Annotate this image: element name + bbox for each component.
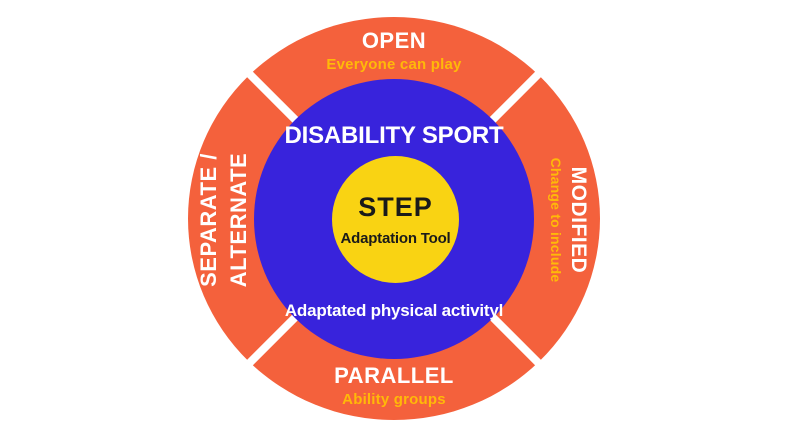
segment-parallel-label: PARALLEL <box>334 363 454 388</box>
center-circle: STEP Adaptation Tool <box>332 156 459 283</box>
segment-open: OPEN Everyone can play <box>254 27 534 74</box>
segment-parallel-sublabel: Ability groups <box>342 390 446 408</box>
segment-separate-label-line1: SEPARATE / <box>196 153 221 287</box>
segment-separate-label-line2: ALTERNATE <box>225 152 251 288</box>
segment-modified-label: MODIFIED <box>567 166 590 274</box>
adaptation-tool-subtitle: Adaptation Tool <box>340 230 451 247</box>
step-title: STEP <box>358 192 433 222</box>
segment-open-sublabel: Everyone can play <box>326 55 462 73</box>
disability-sport-label: DISABILITY SPORT <box>284 122 504 149</box>
segment-separate-alternate: SEPARATE / ALTERNATE <box>194 145 260 295</box>
adapted-physical-activity-label: Adaptated physical activityl <box>284 301 504 320</box>
segment-modified-sublabel: Change to include <box>547 157 564 283</box>
segment-parallel: PARALLEL Ability groups <box>254 362 534 409</box>
segment-open-label: OPEN <box>361 28 427 53</box>
segment-modified: MODIFIED Change to include <box>543 145 591 295</box>
